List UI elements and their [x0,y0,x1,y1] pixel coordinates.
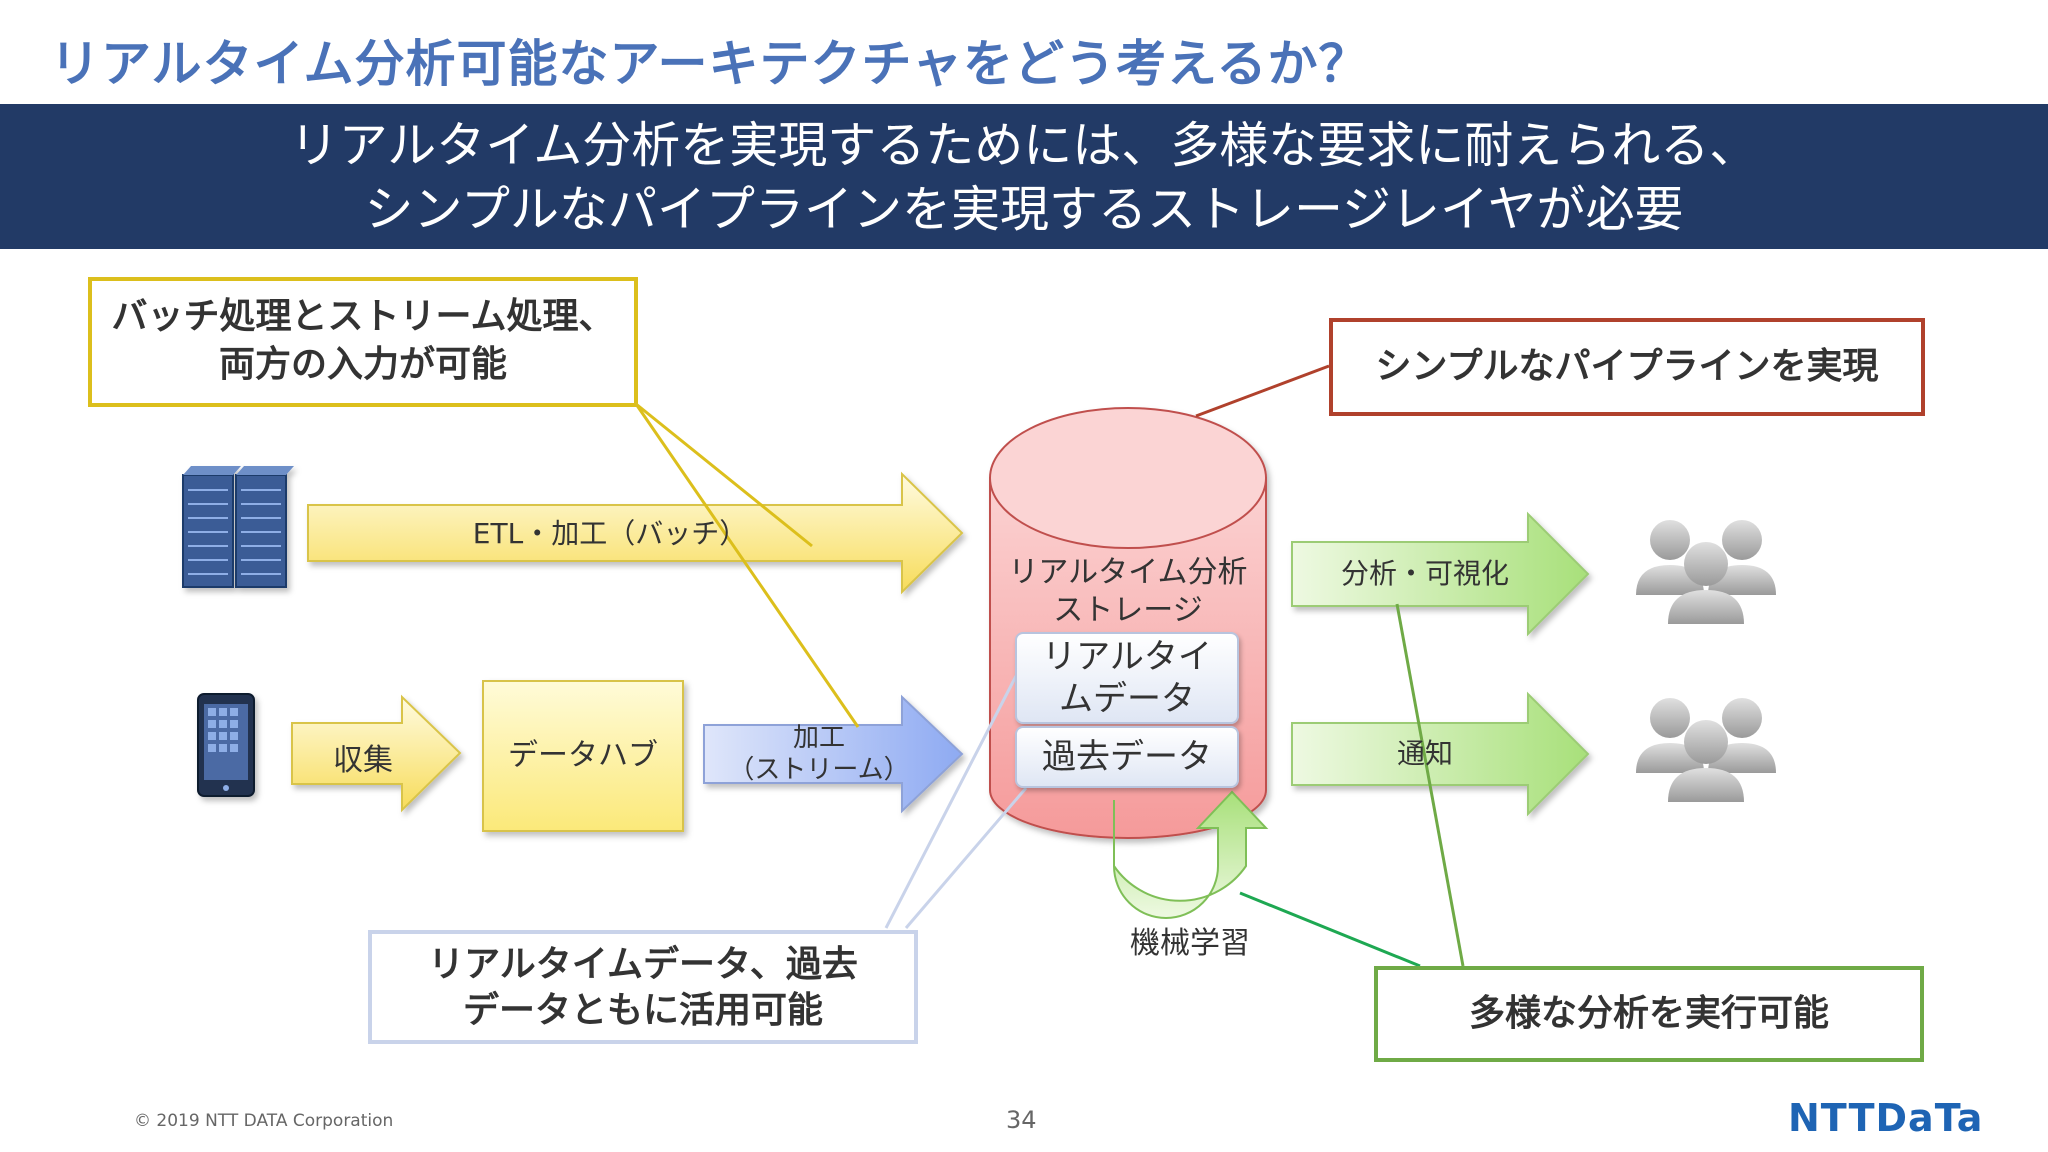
stream-arrow [703,694,964,814]
etl-batch-arrow [307,471,964,595]
leader-yellow-2 [634,403,860,728]
stream-label: 加工 （ストリーム） [710,722,928,786]
callout-batch-stream-line-1: バッチ処理とストリーム処理、 [111,296,615,337]
realtime-data-line-2: ムデータ [1059,679,1195,719]
leader-blue-1 [884,675,1018,929]
analysis-label: 分析・可視化 [1340,557,1509,590]
callout-realtime-past-line-2: データともに活用可能 [462,990,823,1031]
user-group-icon [1636,698,1776,802]
stream-label-line-1: 加工 [792,723,845,753]
leader-yellow-1 [635,402,813,548]
leader-red [1195,364,1330,418]
analysis-arrow [1291,511,1590,637]
banner-line-2: シンプルなパイプラインを実現するストレージレイヤが必要 [364,181,1684,238]
leader-green-2 [1395,603,1465,967]
stream-label-line-2: （ストリーム） [728,755,910,785]
server-rack-icon [182,466,294,588]
ml-label: 機械学習 [1130,926,1250,961]
notify-arrow [1291,691,1590,817]
storage-label: リアルタイム分析 ストレージ [1000,554,1256,630]
callout-realtime-past-line-1: リアルタイムデータ、過去 [428,944,858,985]
user-group-icon [1636,520,1776,624]
footer-copyright: © 2019 NTT DATA Corporation [134,1111,394,1131]
data-hub-box: データハブ [482,680,684,832]
callout-batch-stream: バッチ処理とストリーム処理、 両方の入力が可能 [88,277,638,407]
tablet-icon [197,693,255,797]
collect-arrow [291,694,462,813]
leader-green-1 [1239,891,1421,968]
callout-realtime-past: リアルタイムデータ、過去 データともに活用可能 [368,930,918,1044]
banner-line-1: リアルタイム分析を実現するためには、多様な要求に耐えられる、 [289,117,1759,174]
page-title: リアルタイム分析可能なアーキテクチャをどう考えるか？ [50,35,1370,93]
summary-banner: リアルタイム分析を実現するためには、多様な要求に耐えられる、 シンプルなパイプラ… [0,104,2048,249]
notify-label: 通知 [1396,737,1453,770]
ml-loop-arrow [1113,790,1269,919]
etl-batch-label: ETL・加工（バッチ） [472,517,748,550]
callout-batch-stream-line-2: 両方の入力が可能 [218,344,507,385]
storage-label-line-1: リアルタイム分析 [1008,555,1248,590]
realtime-data-box: リアルタイ ムデータ [1015,632,1239,724]
page-number: 34 [1006,1106,1037,1134]
company-logo: NTTDaTa [1788,1096,1984,1140]
storage-label-line-2: ストレージ [1053,593,1203,628]
realtime-data-line-1: リアルタイ [1042,637,1212,677]
leader-blue-2 [904,787,1028,929]
past-data-box: 過去データ [1015,726,1239,788]
collect-label: 収集 [333,743,393,778]
callout-simple-pipeline: シンプルなパイプラインを実現 [1329,318,1925,416]
callout-diverse-analysis: 多様な分析を実行可能 [1374,966,1924,1062]
